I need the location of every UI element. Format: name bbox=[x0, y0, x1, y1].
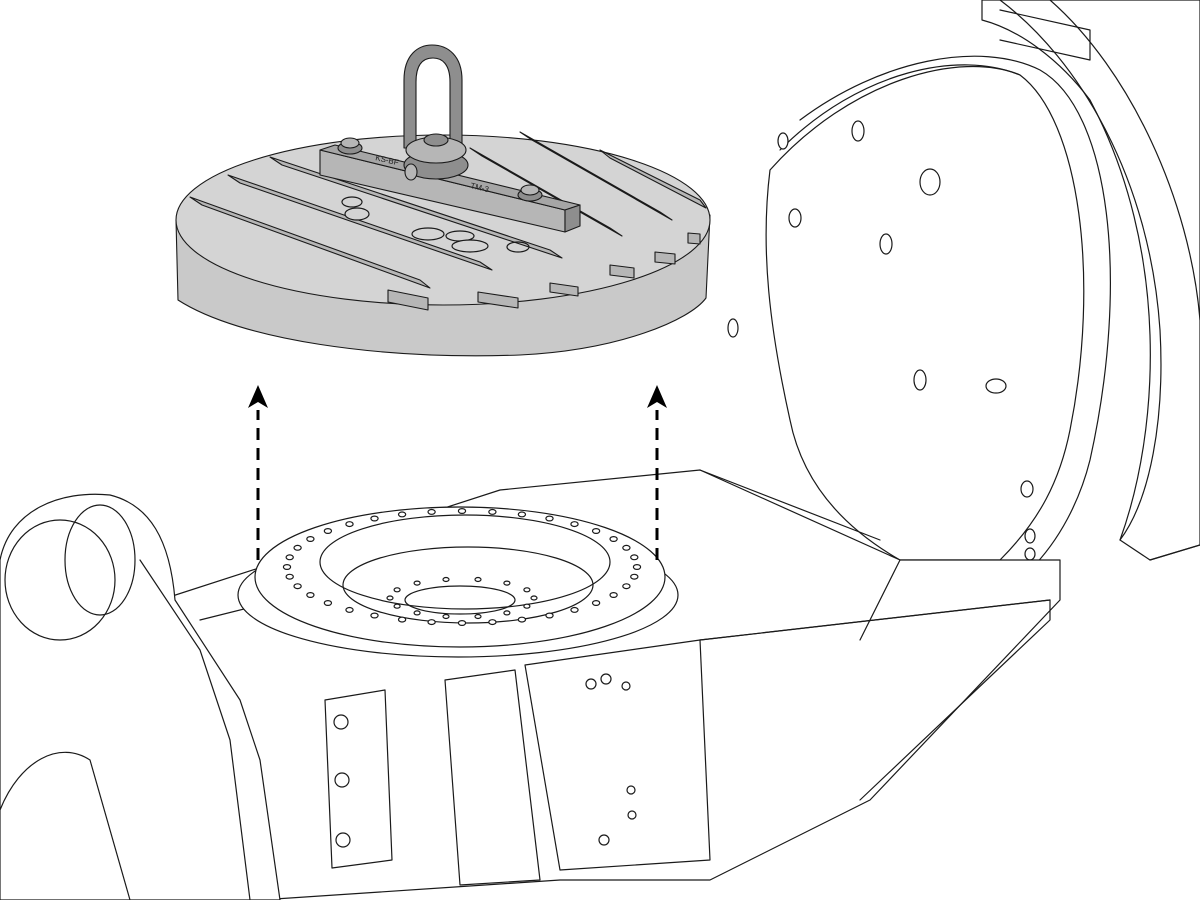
bearing-bolt-hole bbox=[370, 515, 379, 522]
inner-bolt-hole bbox=[442, 576, 450, 583]
inner-bolt-hole bbox=[442, 613, 450, 620]
bracket-screw bbox=[333, 714, 349, 730]
bearing-bolt-hole bbox=[323, 527, 333, 534]
mount-hole bbox=[727, 318, 739, 338]
mount-hole bbox=[788, 208, 802, 228]
bolt-hole bbox=[585, 678, 597, 690]
side-bracket bbox=[324, 689, 393, 869]
bearing-bolt-hole bbox=[427, 508, 436, 515]
mount-hole bbox=[985, 378, 1007, 394]
bearing-bolt-hole bbox=[632, 563, 642, 570]
locator-hole bbox=[451, 239, 489, 253]
bearing-bolt-hole bbox=[488, 508, 497, 515]
bearing-bolt-hole bbox=[545, 515, 554, 522]
mount-hole bbox=[851, 120, 865, 142]
lifting-eye-icon bbox=[403, 44, 469, 181]
mount-hole bbox=[777, 132, 789, 150]
inner-bolt-hole bbox=[474, 613, 482, 620]
mount-hole bbox=[879, 233, 893, 255]
bearing-bolt-hole bbox=[397, 616, 407, 623]
arrow-up-icon bbox=[647, 385, 667, 408]
bearing-bolt-hole bbox=[570, 606, 579, 613]
rotary-bearing bbox=[237, 506, 679, 658]
bearing-bolt-hole bbox=[457, 619, 467, 626]
bearing-bolt-hole bbox=[622, 544, 631, 551]
bearing-bolt-hole bbox=[282, 563, 292, 570]
bearing-bolt-hole bbox=[570, 521, 579, 528]
bolt-hole bbox=[621, 681, 631, 691]
bearing-bolt-hole bbox=[427, 619, 436, 626]
mount-hole bbox=[1024, 547, 1036, 561]
inner-bolt-hole bbox=[413, 580, 421, 586]
bearing-bolt-hole bbox=[591, 599, 601, 606]
inner-bolt-hole bbox=[474, 576, 482, 583]
trunnion-housing bbox=[981, 0, 1200, 561]
bearing-bolt-hole bbox=[285, 554, 294, 561]
bearing-bolt-hole bbox=[370, 612, 379, 619]
inner-bolt-hole bbox=[386, 595, 394, 601]
fixture-mark-right: TM-3 bbox=[470, 181, 491, 194]
bearing-bolt-hole bbox=[397, 511, 407, 518]
bearing-bolt-hole bbox=[285, 573, 294, 580]
cap-screw bbox=[337, 137, 363, 155]
bearing-bolt-hole bbox=[323, 599, 333, 606]
bearing-bolt-hole bbox=[293, 544, 302, 551]
mount-hole bbox=[913, 369, 927, 391]
tslot-pallet: KS-BF TM-3 bbox=[175, 44, 711, 357]
mount-hole bbox=[1020, 480, 1034, 498]
bearing-bolt-hole bbox=[293, 583, 302, 590]
inner-bolt-hole bbox=[523, 603, 531, 609]
lift-arrow-left bbox=[248, 385, 268, 560]
bearing-bolt-hole bbox=[630, 554, 639, 561]
trunnion-disc bbox=[727, 55, 1111, 571]
bearing-bolt-hole bbox=[457, 508, 467, 515]
bearing-bolt-hole bbox=[517, 616, 527, 623]
locator-hole bbox=[411, 227, 445, 241]
bearing-bolt-hole bbox=[306, 535, 315, 542]
inner-bolt-hole bbox=[413, 610, 421, 616]
cap-screw bbox=[517, 184, 543, 202]
inner-bolt-hole bbox=[503, 580, 511, 586]
arrow-up-icon bbox=[248, 385, 268, 408]
inner-bolt-hole bbox=[523, 587, 531, 593]
bearing-bolt-hole bbox=[591, 527, 601, 534]
bearing-bolt-hole bbox=[345, 606, 354, 613]
left-arm bbox=[0, 493, 281, 901]
bolt-hole bbox=[627, 810, 637, 820]
bearing-bolt-circle bbox=[282, 508, 642, 626]
bolt-hole bbox=[600, 673, 612, 685]
bearing-bolt-hole bbox=[517, 511, 527, 518]
inner-bolt-hole bbox=[530, 595, 538, 601]
bearing-bolt-hole bbox=[630, 573, 639, 580]
bearing-bolt-hole bbox=[622, 583, 631, 590]
inner-bolt-hole bbox=[393, 587, 401, 593]
mount-hole bbox=[1024, 528, 1036, 544]
locator-hole bbox=[344, 207, 370, 221]
locator-hole bbox=[506, 241, 530, 253]
bearing-bolt-hole bbox=[488, 619, 497, 626]
lift-arrow-right bbox=[647, 385, 667, 560]
pivot-boss bbox=[4, 519, 116, 641]
bolt-hole bbox=[598, 834, 610, 846]
bearing-bolt-hole bbox=[306, 591, 315, 598]
inner-bolt-hole bbox=[503, 610, 511, 616]
bearing-bolt-hole bbox=[345, 521, 354, 528]
mount-hole bbox=[919, 168, 941, 196]
inner-bolt-hole bbox=[393, 603, 401, 609]
bearing-bolt-hole bbox=[545, 612, 554, 619]
bearing-bolt-hole bbox=[609, 591, 618, 598]
bolt-hole bbox=[626, 785, 636, 795]
bracket-screw bbox=[334, 772, 350, 788]
bracket-screw bbox=[335, 832, 351, 848]
bearing-bolt-hole bbox=[609, 535, 618, 542]
locator-hole bbox=[341, 196, 363, 208]
tslots bbox=[189, 131, 707, 311]
